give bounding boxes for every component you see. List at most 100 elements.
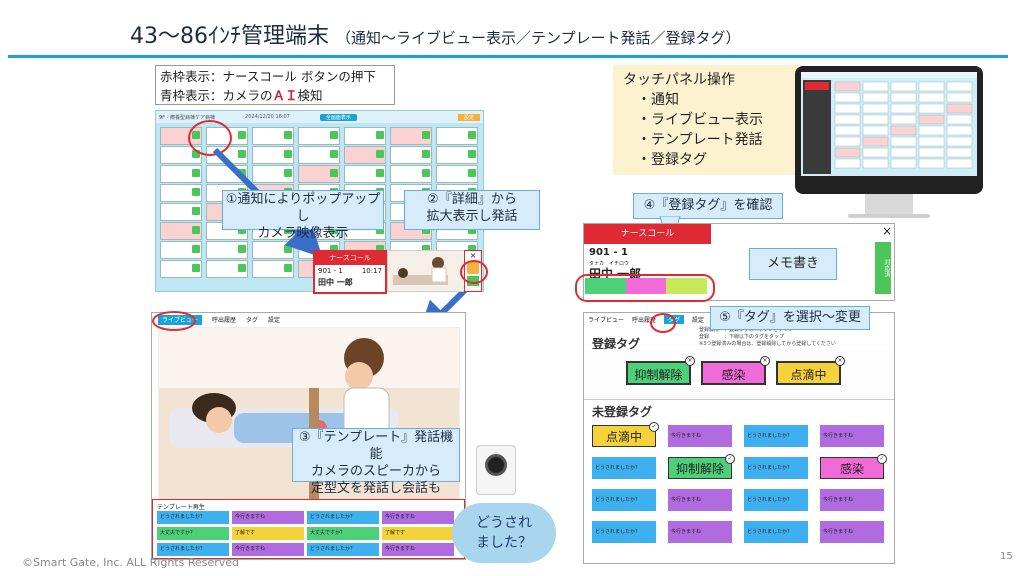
template-button[interactable]: どうされましたか？ xyxy=(307,543,379,556)
bed-cell[interactable] xyxy=(436,127,478,145)
bed-cell[interactable] xyxy=(344,165,386,183)
unregistered-tag[interactable]: 今行きますね xyxy=(668,489,732,511)
bed-cell[interactable] xyxy=(206,260,248,278)
unregistered-tag[interactable]: どうされましたか？ xyxy=(744,457,808,479)
monitor-cell xyxy=(834,147,861,158)
monitor-cell xyxy=(890,81,917,92)
bed-cell[interactable] xyxy=(160,146,202,164)
unregistered-tag[interactable]: 今行きますね xyxy=(820,425,884,447)
template-button[interactable]: どうされましたか？ xyxy=(157,511,229,524)
check-icon: ✓ xyxy=(877,454,887,464)
detail-close-button[interactable]: × xyxy=(881,224,892,238)
bed-cell[interactable] xyxy=(390,127,432,145)
bed-cell[interactable] xyxy=(160,203,202,221)
fullscreen-button[interactable]: 全画面表示 xyxy=(319,113,357,121)
dashboard-header: 9F - 療養型病棟ケア病棟 2024/12/20 16:07 全画面表示 設定 xyxy=(156,111,483,123)
tag-tab[interactable]: 設定 xyxy=(692,317,705,324)
settings-button[interactable]: 設定 xyxy=(457,113,480,121)
live-tab[interactable]: 設定 xyxy=(268,317,281,324)
camera-status-icon xyxy=(468,150,476,158)
template-button[interactable]: どうされましたか？ xyxy=(157,543,229,556)
unregistered-tag[interactable]: 点滴中✓ xyxy=(592,422,659,447)
unregistered-tag[interactable]: どうされましたか？ xyxy=(744,425,808,447)
registered-tag[interactable]: 感染× xyxy=(701,356,770,385)
monitor-cell xyxy=(918,158,945,169)
unregistered-tag[interactable]: どうされましたか？ xyxy=(744,521,808,543)
patient-thumbnail-image xyxy=(393,257,448,285)
bed-cell[interactable] xyxy=(206,241,248,259)
template-button[interactable]: 今行きますね xyxy=(382,543,454,556)
monitor-cell xyxy=(946,158,973,169)
bed-cell[interactable] xyxy=(160,260,202,278)
live-tab[interactable]: タグ xyxy=(246,317,259,324)
detail-room: 901 - 1 xyxy=(589,247,628,258)
unregistered-tag[interactable]: 今行きますね xyxy=(668,425,732,447)
bed-cell[interactable] xyxy=(252,260,294,278)
remove-tag-icon[interactable]: × xyxy=(685,356,695,366)
unregistered-tag[interactable]: 抑制解除✓ xyxy=(668,454,735,479)
monitor-cell xyxy=(834,114,861,125)
remove-tag-icon[interactable]: × xyxy=(760,356,770,366)
remove-tag-icon[interactable]: × xyxy=(835,356,845,366)
live-tab[interactable]: 呼出履歴 xyxy=(212,317,237,324)
bed-cell[interactable] xyxy=(436,165,478,183)
unregistered-tag[interactable]: 今行きますね xyxy=(668,521,732,543)
unregistered-tag[interactable]: 今行きますね xyxy=(820,521,884,543)
camera-status-icon xyxy=(422,245,430,253)
camera-status-icon xyxy=(192,188,200,196)
unregistered-tag[interactable]: 感染✓ xyxy=(820,454,887,479)
nurse-call-popup[interactable]: ナースコール 901 - 1 10:17 田中 一郎 xyxy=(313,250,387,294)
respond-done-button[interactable]: 対応済 xyxy=(875,242,891,294)
unregistered-tag[interactable]: どうされましたか？ xyxy=(592,521,656,543)
touch-items: ・通知・ライブビュー表示・テンプレート発話・登録タグ xyxy=(623,90,788,170)
unregistered-tag[interactable]: どうされましたか？ xyxy=(744,489,808,511)
hint-line: 登録解除 ：登録タグの×ボタンをタップ xyxy=(699,327,794,333)
camera-device xyxy=(476,445,516,495)
popup-close-button[interactable]: × xyxy=(469,251,477,260)
bed-cell[interactable] xyxy=(252,165,294,183)
monitor-cell xyxy=(834,81,861,92)
template-button[interactable]: 了解です xyxy=(382,527,454,540)
template-button[interactable]: 了解です xyxy=(232,527,304,540)
template-button[interactable]: 今行きますね xyxy=(382,511,454,524)
bed-cell[interactable] xyxy=(344,127,386,145)
template-button[interactable]: 今行きますね xyxy=(232,543,304,556)
camera-status-icon xyxy=(238,245,246,253)
unregistered-tag[interactable]: どうされましたか？ xyxy=(592,489,656,511)
highlight-circle xyxy=(188,120,232,156)
bed-cell[interactable] xyxy=(344,146,386,164)
template-button[interactable]: 大丈夫ですか？ xyxy=(307,527,379,540)
camera-status-icon xyxy=(376,169,384,177)
tag-tab[interactable]: ライブビュー xyxy=(588,317,625,324)
bed-cell[interactable] xyxy=(298,146,340,164)
registered-tag[interactable]: 点滴中× xyxy=(776,356,845,385)
bed-cell[interactable] xyxy=(390,146,432,164)
template-button[interactable]: 今行きますね xyxy=(232,511,304,524)
camera-status-icon xyxy=(468,245,476,253)
unregistered-tag[interactable]: どうされましたか？ xyxy=(592,457,656,479)
bed-cell[interactable] xyxy=(160,241,202,259)
monitor-cell xyxy=(918,125,945,136)
template-button[interactable]: 大丈夫ですか？ xyxy=(157,527,229,540)
monitor-cell xyxy=(918,92,945,103)
bed-cell[interactable] xyxy=(160,184,202,202)
bed-cell[interactable] xyxy=(160,165,202,183)
bed-cell[interactable] xyxy=(298,165,340,183)
bed-cell[interactable] xyxy=(390,165,432,183)
monitor xyxy=(795,66,983,194)
memo-field[interactable]: メモ書き xyxy=(749,248,837,280)
registered-tag[interactable]: 抑制解除× xyxy=(626,356,695,385)
camera-status-icon xyxy=(192,226,200,234)
bed-cell[interactable] xyxy=(298,127,340,145)
unregistered-tag[interactable]: 今行きますね xyxy=(820,489,884,511)
camera-thumbnail[interactable] xyxy=(387,250,466,292)
unregistered-heading: 未登録タグ xyxy=(592,405,653,419)
tag-tab[interactable]: 呼出履歴 xyxy=(632,317,657,324)
camera-status-icon xyxy=(238,131,246,139)
bed-cell[interactable] xyxy=(160,222,202,240)
title-sub: （通知〜ライブビュー表示／テンプレート発話／登録タグ） xyxy=(336,29,741,47)
bed-cell[interactable] xyxy=(252,146,294,164)
bed-cell[interactable] xyxy=(436,146,478,164)
bed-cell[interactable] xyxy=(252,127,294,145)
template-button[interactable]: どうされましたか？ xyxy=(307,511,379,524)
